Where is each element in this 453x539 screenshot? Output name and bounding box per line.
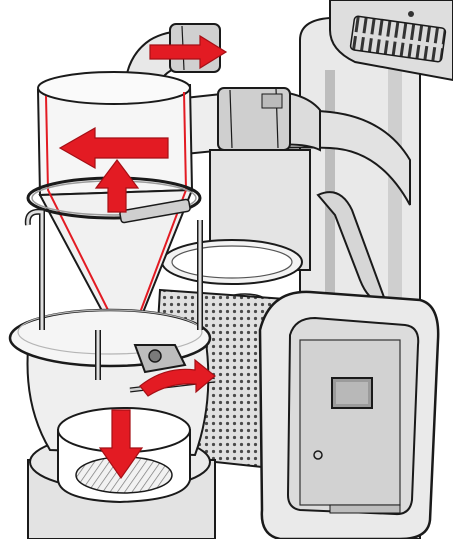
control-cabinet	[260, 292, 438, 539]
control-display	[332, 378, 372, 408]
